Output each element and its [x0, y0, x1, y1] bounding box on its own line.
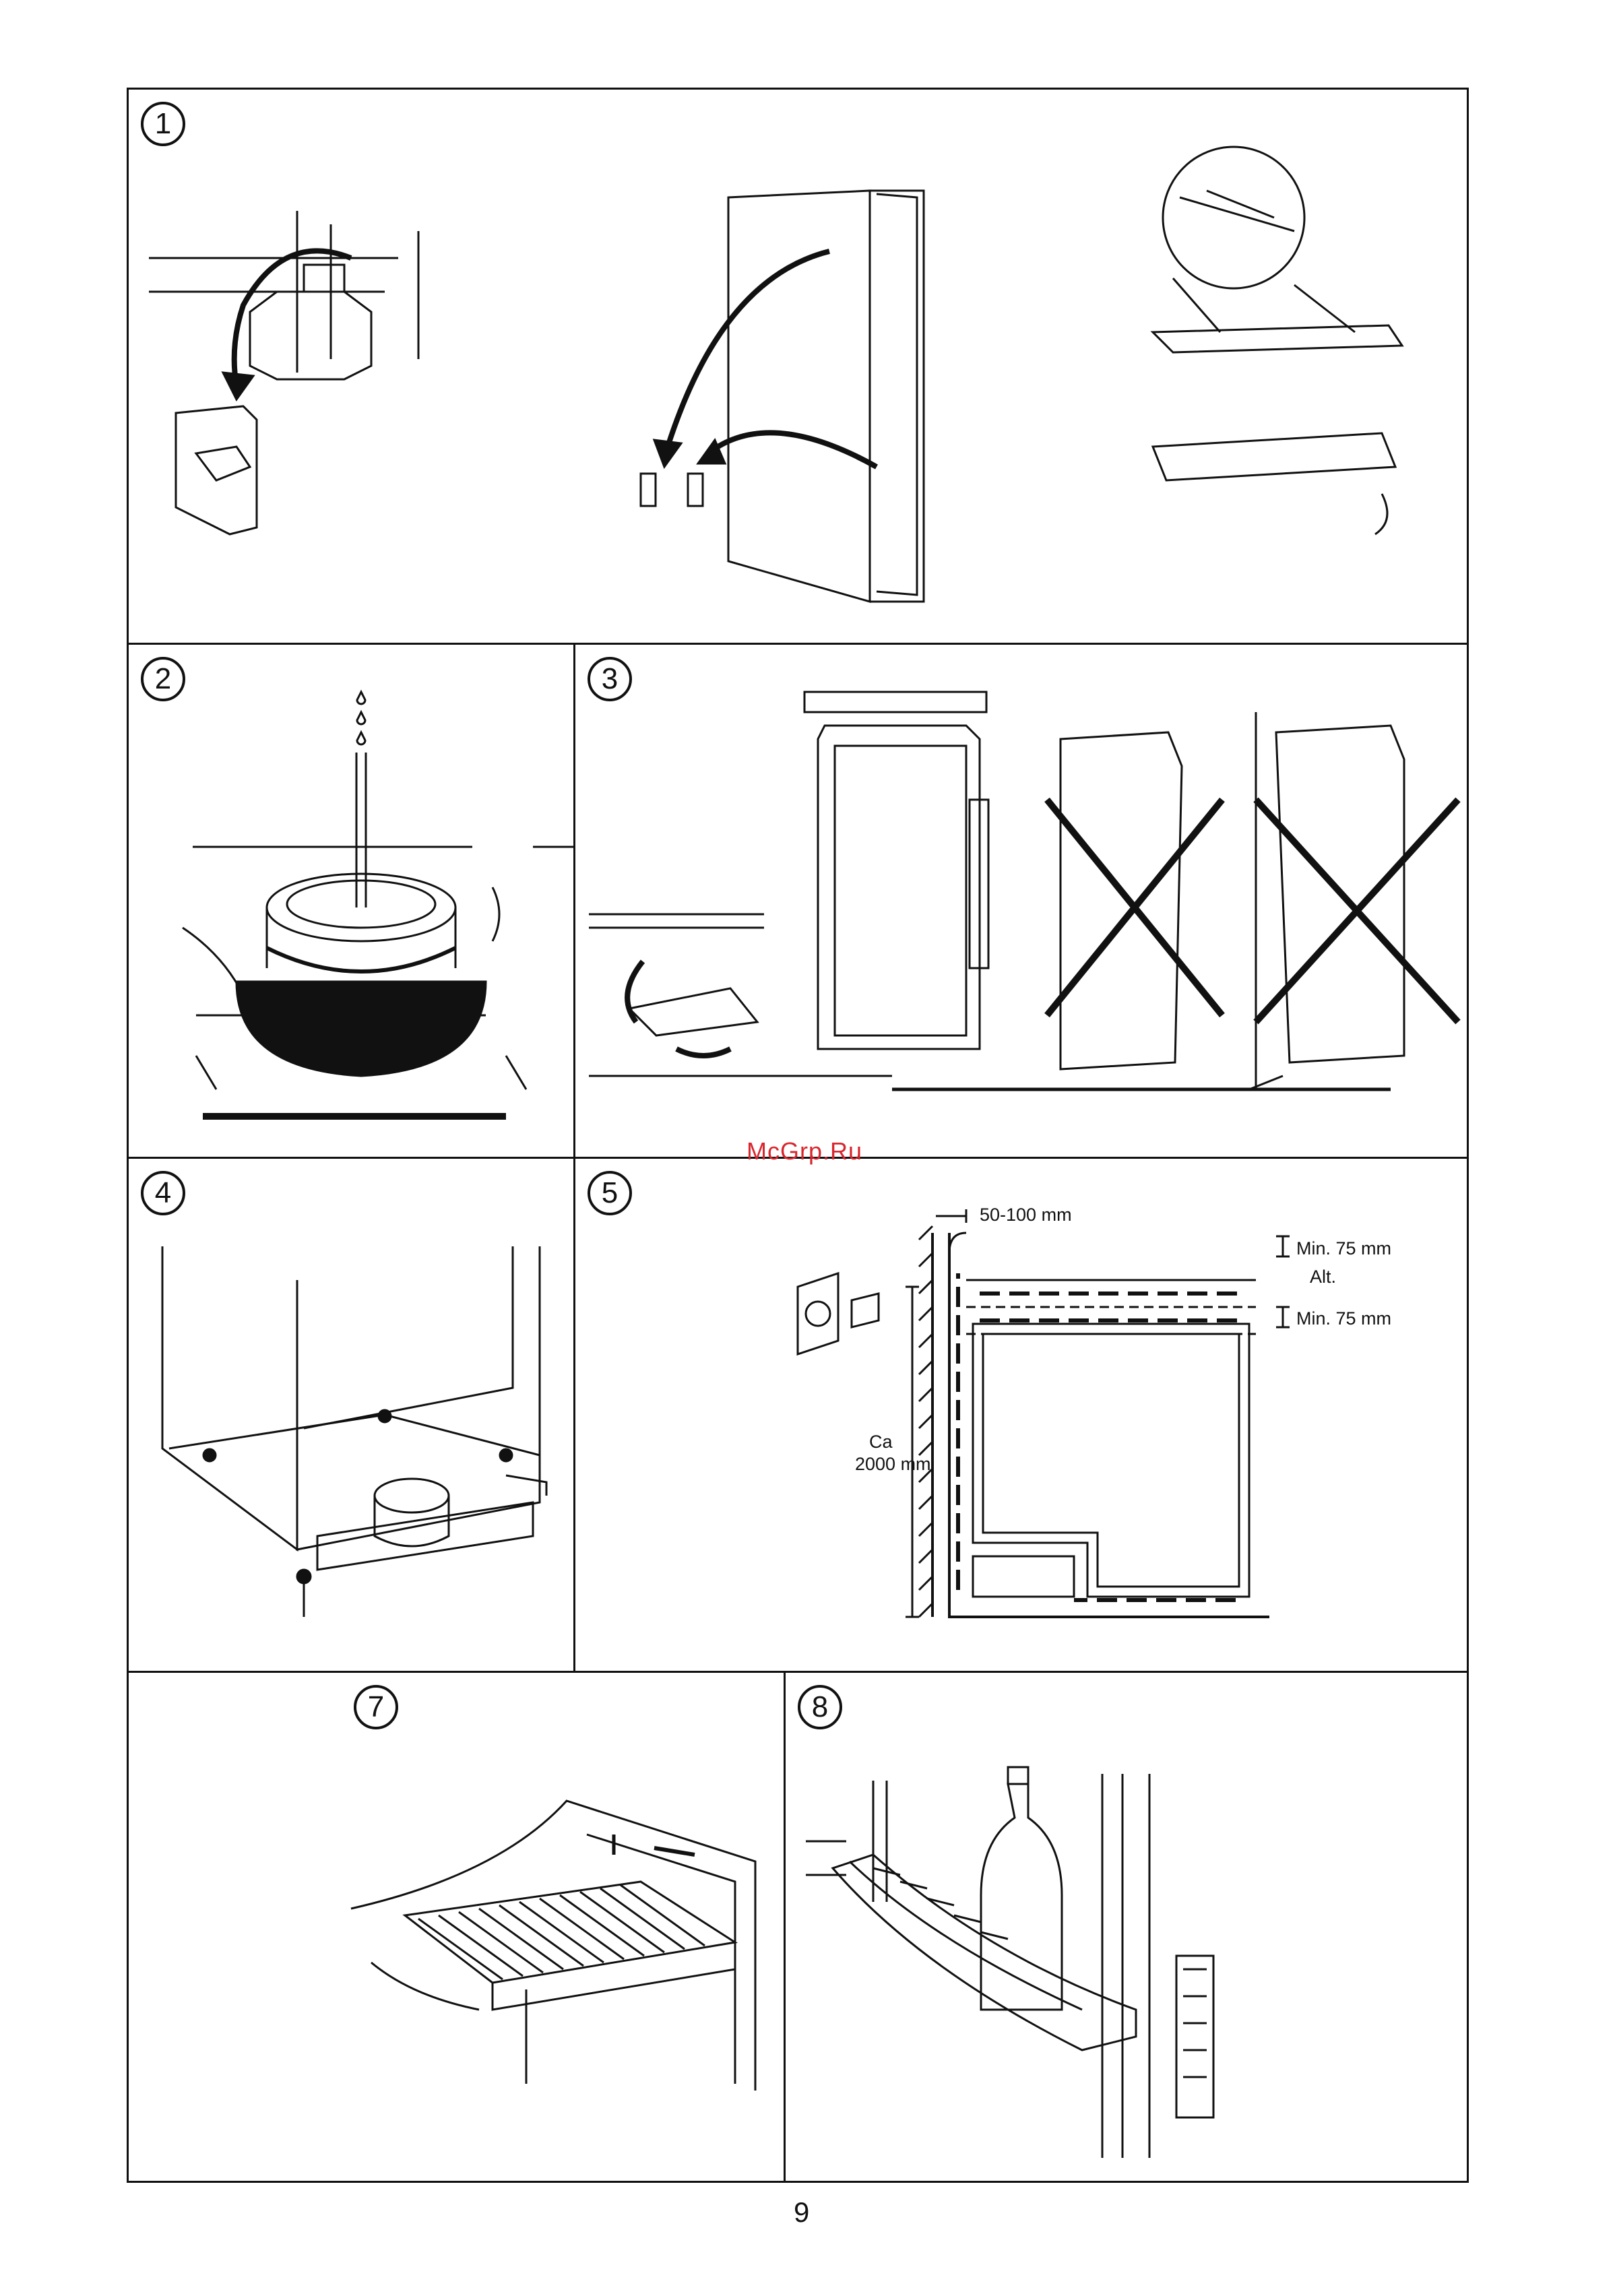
page-number: 9 [794, 2196, 809, 2229]
gap-label: 50-100 mm [980, 1205, 1072, 1225]
ventilation-diagram [575, 1159, 1467, 1671]
min-top-label: Min. 75 mm [1296, 1238, 1391, 1259]
min-bottom-label: Min. 75 mm [1296, 1308, 1391, 1329]
height-label-line1: Ca [869, 1432, 893, 1453]
panel-5: 5 [573, 1157, 1469, 1673]
watermark: McGrp.Ru [747, 1137, 862, 1166]
panel-2: 2 [127, 643, 575, 1159]
height-label-line2: 2000 mm [855, 1454, 931, 1475]
leveling-illustration [575, 645, 1467, 1157]
panel-1: 1 [127, 88, 1469, 645]
feet-illustration [129, 1159, 573, 1671]
door-bin-illustration [786, 1673, 1467, 2181]
alt-label: Alt. [1310, 1267, 1336, 1287]
compressor-illustration [129, 645, 573, 1157]
panel-3: 3 [573, 643, 1469, 1159]
panel-7: 7 [127, 1671, 786, 2183]
panel-4: 4 [127, 1157, 575, 1673]
shelf-illustration [129, 1673, 784, 2181]
panel-8: 8 [784, 1671, 1469, 2183]
hinge-cover-illustration [129, 90, 1467, 643]
